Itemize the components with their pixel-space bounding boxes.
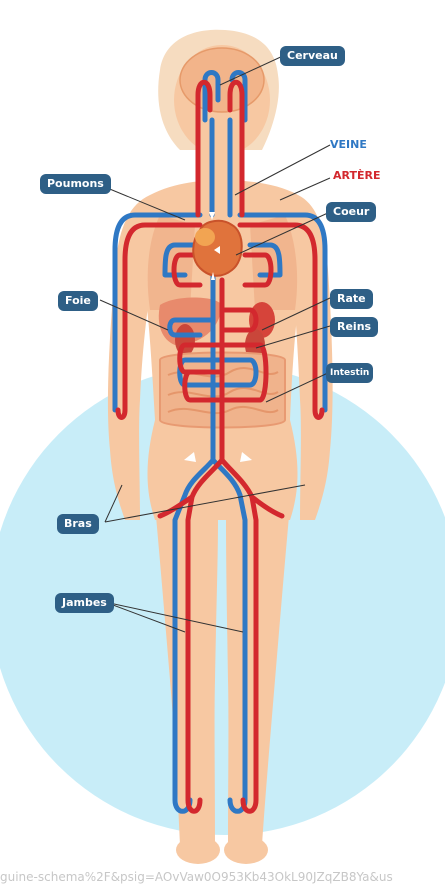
- left-lung: [147, 215, 195, 310]
- leader-lines: [99, 54, 331, 633]
- right-lung: [250, 215, 298, 310]
- label-bras: Bras: [57, 514, 99, 534]
- label-foie: Foie: [58, 291, 98, 311]
- heart-atrium: [195, 228, 215, 246]
- legend-artere: ARTÈRE: [333, 169, 381, 182]
- label-poumons: Poumons: [40, 174, 111, 194]
- label-jambes: Jambes: [55, 593, 114, 613]
- legend-veine: VEINE: [330, 138, 367, 151]
- arteries: [115, 79, 325, 814]
- label-reins: Reins: [330, 317, 379, 337]
- label-intestin: Intestin: [326, 363, 374, 383]
- url-overlay: guine-schema%2F&psig=AOvVaw0O953Kb43OkL9…: [0, 870, 393, 884]
- label-coeur: Coeur: [326, 202, 377, 222]
- brain: [179, 47, 265, 113]
- label-cerveau: Cerveau: [280, 46, 345, 66]
- label-rate: Rate: [330, 289, 373, 309]
- background-circle: [0, 365, 445, 835]
- flow-arrows: [184, 212, 252, 462]
